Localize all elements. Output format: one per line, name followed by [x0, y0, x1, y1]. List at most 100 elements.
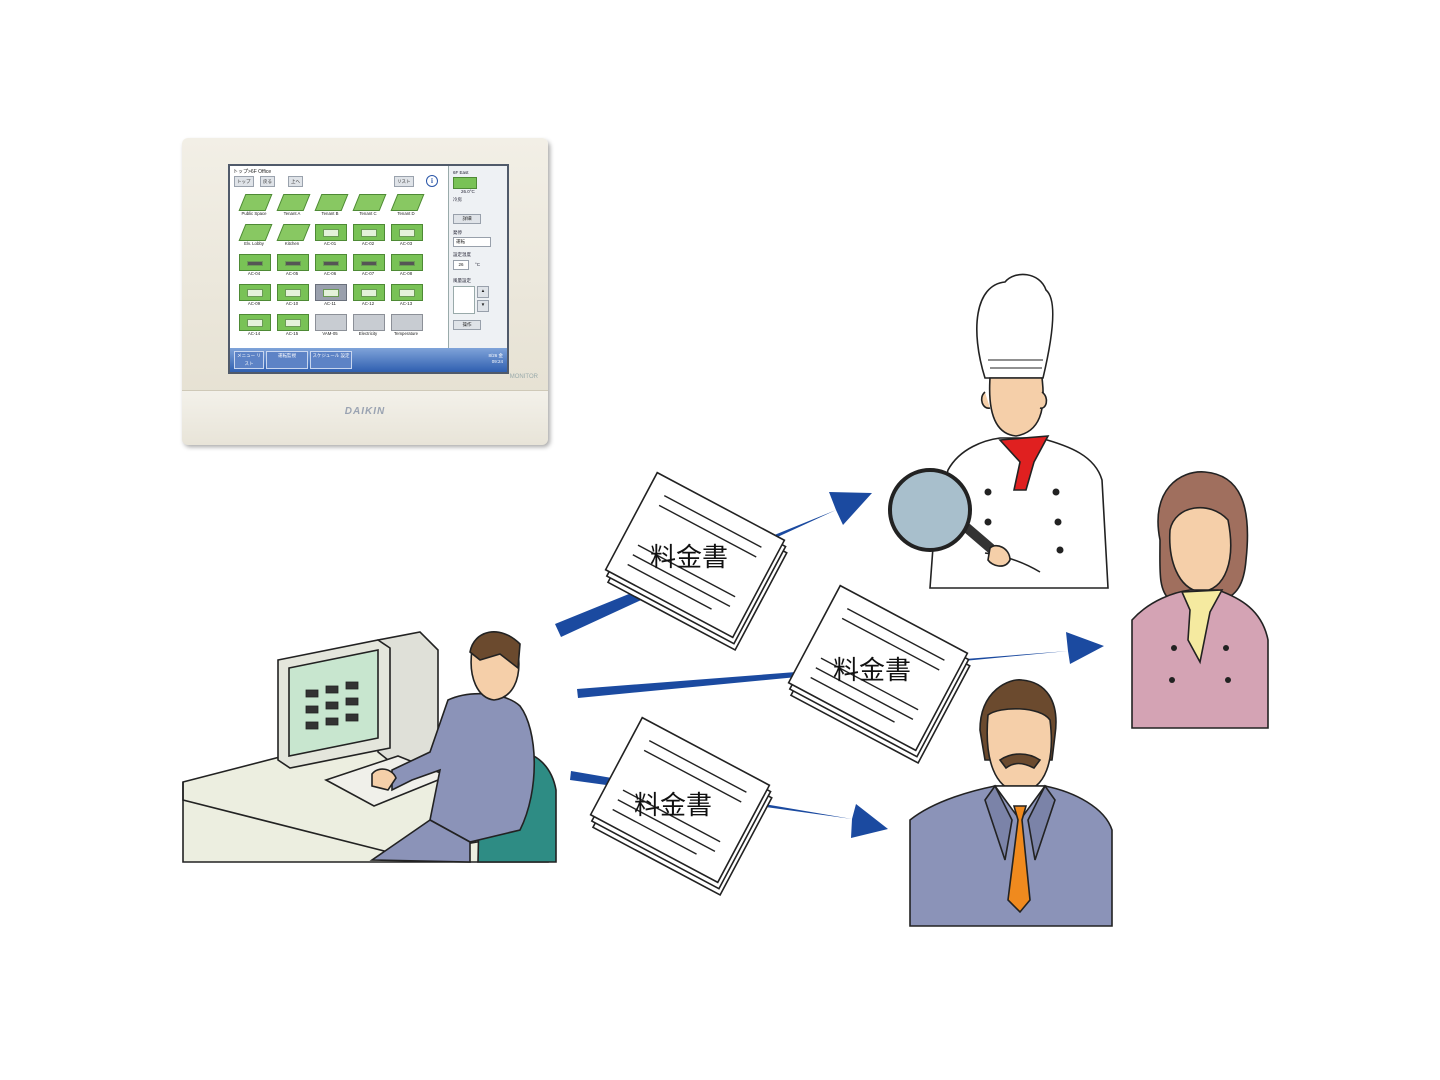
cassette-unit-icon [239, 314, 271, 331]
tenant-unit-icon [238, 194, 273, 211]
zone-cell[interactable]: AC-07 [350, 252, 386, 279]
zone-cell[interactable]: AC-06 [312, 252, 348, 279]
zone-cell[interactable]: Tenant C [350, 192, 387, 219]
operator-workstation [182, 631, 557, 863]
screen-datetime: 8/26 金 09:24 [488, 353, 503, 365]
zone-label: Electricity [358, 331, 378, 336]
duct-unit-icon [353, 254, 385, 271]
zone-cell[interactable]: AC-08 [388, 252, 424, 279]
document-stack-top [604, 471, 788, 652]
zone-cell[interactable]: AC-09 [236, 282, 272, 309]
zone-cell[interactable]: AC-13 [388, 282, 424, 309]
info-icon[interactable]: i [426, 175, 438, 187]
chef-hat-icon [976, 273, 1054, 379]
zone-cell[interactable]: VAM-05 [312, 312, 348, 339]
zone-cell[interactable]: Public Space [236, 192, 273, 219]
meter-unit-icon [353, 314, 385, 331]
tenant-unit-icon [238, 224, 273, 241]
zone-cell[interactable]: Elv. Lobby [236, 222, 273, 249]
tenant-unit-icon [276, 194, 311, 211]
tenant-unit-icon [390, 194, 425, 211]
fan-down-button[interactable]: ▼ [477, 300, 489, 312]
fan-level-icon [453, 286, 475, 314]
cassette-unit-icon [277, 284, 309, 301]
businessman-face [986, 707, 1053, 793]
zone-temperature: 26.0°C [461, 189, 475, 194]
back-button[interactable]: 戻る [260, 176, 275, 187]
cassette-unit-icon [315, 224, 347, 241]
screen-footer: メニュー リスト 運転監視 スケジュール 設定 8/26 金 09:24 [230, 348, 507, 372]
zone-cell[interactable]: AC-01 [312, 222, 348, 249]
zone-cell[interactable]: Tenant D [388, 192, 425, 219]
zone-cell[interactable]: AC-15 [274, 312, 310, 339]
chef-scarf-icon [998, 435, 1050, 491]
touch-panel-controller: DAIKIN MONITOR トップ>6F Office トップ 戻る 上へ リ… [182, 138, 548, 445]
setpoint-unit: °C [475, 262, 481, 267]
arrow-to-woman [577, 632, 1104, 698]
zone-cell[interactable]: Temperature [388, 312, 424, 339]
zone-detail-panel: 6F East 26.0°C 冷房 詳細 発停 運転 設定温度 26 °C 風量… [448, 166, 507, 348]
up-button[interactable]: 上へ [288, 176, 303, 187]
thermo-unit-icon [391, 314, 423, 331]
fan-label: 風量設定 [453, 278, 471, 283]
zone-cell[interactable]: AC-11 [312, 282, 348, 309]
zone-label: Elv. Lobby [244, 241, 264, 246]
document-stack-bottom [589, 716, 773, 897]
screen-breadcrumb: トップ>6F Office [233, 169, 272, 175]
zone-label: AC-01 [323, 241, 337, 246]
zone-label: Tenant D [397, 211, 415, 216]
vam-unit-icon [315, 314, 347, 331]
tie-icon [1007, 805, 1031, 914]
cassette-unit-icon [353, 284, 385, 301]
zone-cell[interactable]: Tenant B [312, 192, 349, 219]
zone-label: AC-02 [361, 241, 375, 246]
fan-up-button[interactable]: ▲ [477, 286, 489, 298]
zone-cell[interactable]: AC-14 [236, 312, 272, 339]
zone-label: AC-13 [399, 301, 413, 306]
setpoint-value[interactable]: 26 [453, 260, 469, 270]
mode-label: 冷房 [453, 197, 462, 202]
schedule-button[interactable]: スケジュール 設定 [310, 351, 352, 369]
zone-cell[interactable]: Kitchen [274, 222, 311, 249]
menu-list-button[interactable]: メニュー リスト [234, 351, 264, 369]
zone-label: Kitchen [284, 241, 300, 246]
zone-cell[interactable]: AC-03 [388, 222, 424, 249]
zone-cell[interactable]: Tenant A [274, 192, 311, 219]
screen-time: 09:24 [491, 359, 503, 364]
zone-label: AC-07 [361, 271, 375, 276]
run-select[interactable]: 運転 [453, 237, 491, 247]
zone-cell[interactable]: AC-12 [350, 282, 386, 309]
top-button[interactable]: トップ [234, 176, 254, 187]
controller-screen: トップ>6F Office トップ 戻る 上へ リスト i Public Spa… [228, 164, 509, 374]
woman-scarf-icon [1180, 589, 1224, 665]
zone-label: AC-09 [247, 301, 261, 306]
zone-label: Tenant C [359, 211, 377, 216]
operate-button[interactable]: 操作 [453, 320, 481, 330]
zone-cell[interactable]: AC-05 [274, 252, 310, 279]
document-stack-middle [787, 584, 971, 765]
daikin-logo: DAIKIN [344, 406, 386, 417]
document-label-bottom: 料金書 [634, 791, 713, 821]
cassette-unit-icon [277, 314, 309, 331]
zone-label: AC-04 [247, 271, 261, 276]
zone-name: 6F East [453, 170, 469, 175]
zone-cell[interactable]: AC-04 [236, 252, 272, 279]
zone-cell[interactable]: AC-10 [274, 282, 310, 309]
monitoring-button[interactable]: 運転監視 [266, 351, 308, 369]
zone-label: AC-08 [399, 271, 413, 276]
zone-cell[interactable]: AC-02 [350, 222, 386, 249]
list-button[interactable]: リスト [394, 176, 414, 187]
duct-unit-icon [315, 254, 347, 271]
selected-unit-icon [315, 284, 347, 301]
operator-legs [369, 819, 471, 863]
zone-cell[interactable]: Electricity [350, 312, 386, 339]
zone-label: AC-03 [399, 241, 413, 246]
monitor-label: MONITOR [509, 374, 538, 380]
detail-button[interactable]: 詳細 [453, 214, 481, 224]
screen-date: 8/26 金 [488, 353, 503, 358]
chef-face [988, 377, 1044, 437]
duct-unit-icon [391, 254, 423, 271]
